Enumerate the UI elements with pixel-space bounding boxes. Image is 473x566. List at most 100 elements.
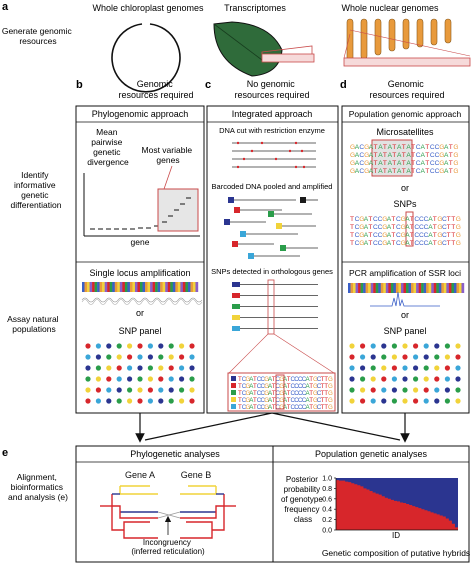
snp-dot xyxy=(402,376,408,382)
strip-cell xyxy=(433,283,437,293)
snp-dot xyxy=(444,398,450,404)
snps-label: SNPs xyxy=(393,199,417,209)
snp-dot xyxy=(168,343,174,349)
snp-dot xyxy=(137,398,143,404)
strip-cell xyxy=(368,283,371,293)
snp-panel-dots-d xyxy=(349,343,461,404)
snp-dot xyxy=(455,365,461,371)
snp-dot xyxy=(189,376,195,382)
strip-cell xyxy=(92,282,95,292)
strip-cell xyxy=(147,282,151,292)
col-c-header: No genomic resources required xyxy=(234,79,309,100)
or-label-d2: or xyxy=(401,310,409,320)
snp-dot xyxy=(116,365,122,371)
col-d-header: Genomic resources required xyxy=(369,79,444,100)
sample-tag xyxy=(231,376,236,381)
sequence-row: GACGATATATATATCATCCGATG xyxy=(350,152,459,159)
sequence-row: TCGATCCGATCGATCCCCATGCTTG xyxy=(238,404,333,411)
snp-dot xyxy=(370,354,376,360)
strip-cell xyxy=(132,282,136,292)
sequence-row: TCGATCCGATCGATCCCATGCTTG xyxy=(350,232,461,239)
snp-dot xyxy=(116,387,122,393)
strip-cell xyxy=(124,282,128,292)
strip-cell xyxy=(353,283,356,293)
snp-dot xyxy=(391,365,397,371)
snp-dot xyxy=(189,354,195,360)
snp-dot xyxy=(381,365,387,371)
sequence-row: TCGATCCGATCGATCCCCATGCTTG xyxy=(238,376,333,383)
strip-cell xyxy=(373,283,376,293)
strip-cell xyxy=(365,283,369,293)
strip-cell xyxy=(448,283,452,293)
strip-cell xyxy=(182,282,186,292)
strip-cell xyxy=(129,282,133,292)
column-b: Phylogenomic approach Mean pairwise gene… xyxy=(75,105,205,414)
sequence-row: TCGATCCGATCGATCCCATGCTTG xyxy=(350,240,461,247)
strip-cell xyxy=(94,282,98,292)
snp-dot xyxy=(179,376,185,382)
strip-cell xyxy=(390,283,394,293)
strip-cell xyxy=(185,282,189,292)
barcode-tag xyxy=(234,207,240,213)
strip-cell xyxy=(122,282,126,292)
snp-dot xyxy=(434,354,440,360)
snp-dot xyxy=(391,398,397,404)
barcode-tag xyxy=(276,223,282,229)
strip-cell xyxy=(375,283,379,293)
strip-cell xyxy=(162,282,166,292)
snp-dot xyxy=(360,343,366,349)
snp-dot xyxy=(137,354,143,360)
strip-cell xyxy=(431,283,434,293)
strip-cell xyxy=(99,282,103,292)
snp-dot xyxy=(179,343,185,349)
snp-dot xyxy=(158,365,164,371)
row-label-identify: Identify informative genetic differentia… xyxy=(11,170,62,210)
snp-dot xyxy=(189,387,195,393)
barcode-tag xyxy=(232,241,238,247)
hybrid-composition-chart xyxy=(334,477,458,531)
sequence-row: TCGATCCGATCGATCCCCATGCTTG xyxy=(238,383,333,390)
snp-dot xyxy=(402,343,408,349)
strip-cell xyxy=(418,283,422,293)
snp-dot xyxy=(85,398,91,404)
strip-cell xyxy=(451,283,455,293)
snp-dot xyxy=(455,343,461,349)
y-tick-label: 0.6 xyxy=(322,496,332,503)
snp-dot xyxy=(127,354,133,360)
incongruency-label: Incongruency (inferred reticulation) xyxy=(131,538,205,556)
snp-dot xyxy=(402,398,408,404)
snp-dot xyxy=(85,343,91,349)
snp-dot xyxy=(370,343,376,349)
snp-dot xyxy=(423,398,429,404)
posterior-axis-label: Posterior probability of genotype freque… xyxy=(281,475,325,524)
strip-cell xyxy=(446,283,450,293)
orthologous-genes xyxy=(228,279,335,374)
strip-cell xyxy=(423,283,427,293)
column-d: Population genomic approach Microsatelli… xyxy=(341,105,470,414)
snp-dot xyxy=(370,376,376,382)
snp-dot xyxy=(349,365,355,371)
snp-dot xyxy=(127,376,133,382)
chloroplast-label: Whole chloroplast genomes xyxy=(92,3,204,13)
snp-dot xyxy=(189,343,195,349)
strip-cell xyxy=(84,282,88,292)
panel-label-d: d xyxy=(340,79,347,91)
strip-cell xyxy=(157,282,161,292)
y-tick-label: 0.2 xyxy=(322,517,332,524)
strip-cell xyxy=(380,283,384,293)
snp-dot xyxy=(360,387,366,393)
strip-cell xyxy=(363,283,366,293)
snp-dot xyxy=(106,354,112,360)
strip-cell xyxy=(102,282,105,292)
strip-cell xyxy=(140,282,143,292)
strip-cell xyxy=(403,283,407,293)
gene-a-label: Gene A xyxy=(125,470,155,480)
sample-tag xyxy=(231,397,236,402)
snp-dot xyxy=(168,387,174,393)
strip-cell xyxy=(443,283,447,293)
snp-dot xyxy=(423,365,429,371)
snp-dot xyxy=(349,376,355,382)
phylogenetic-analyses-title: Phylogenetic analyses xyxy=(130,449,220,459)
strip-cell xyxy=(134,282,138,292)
row-label-generate: Generate genomic resources xyxy=(2,26,74,46)
